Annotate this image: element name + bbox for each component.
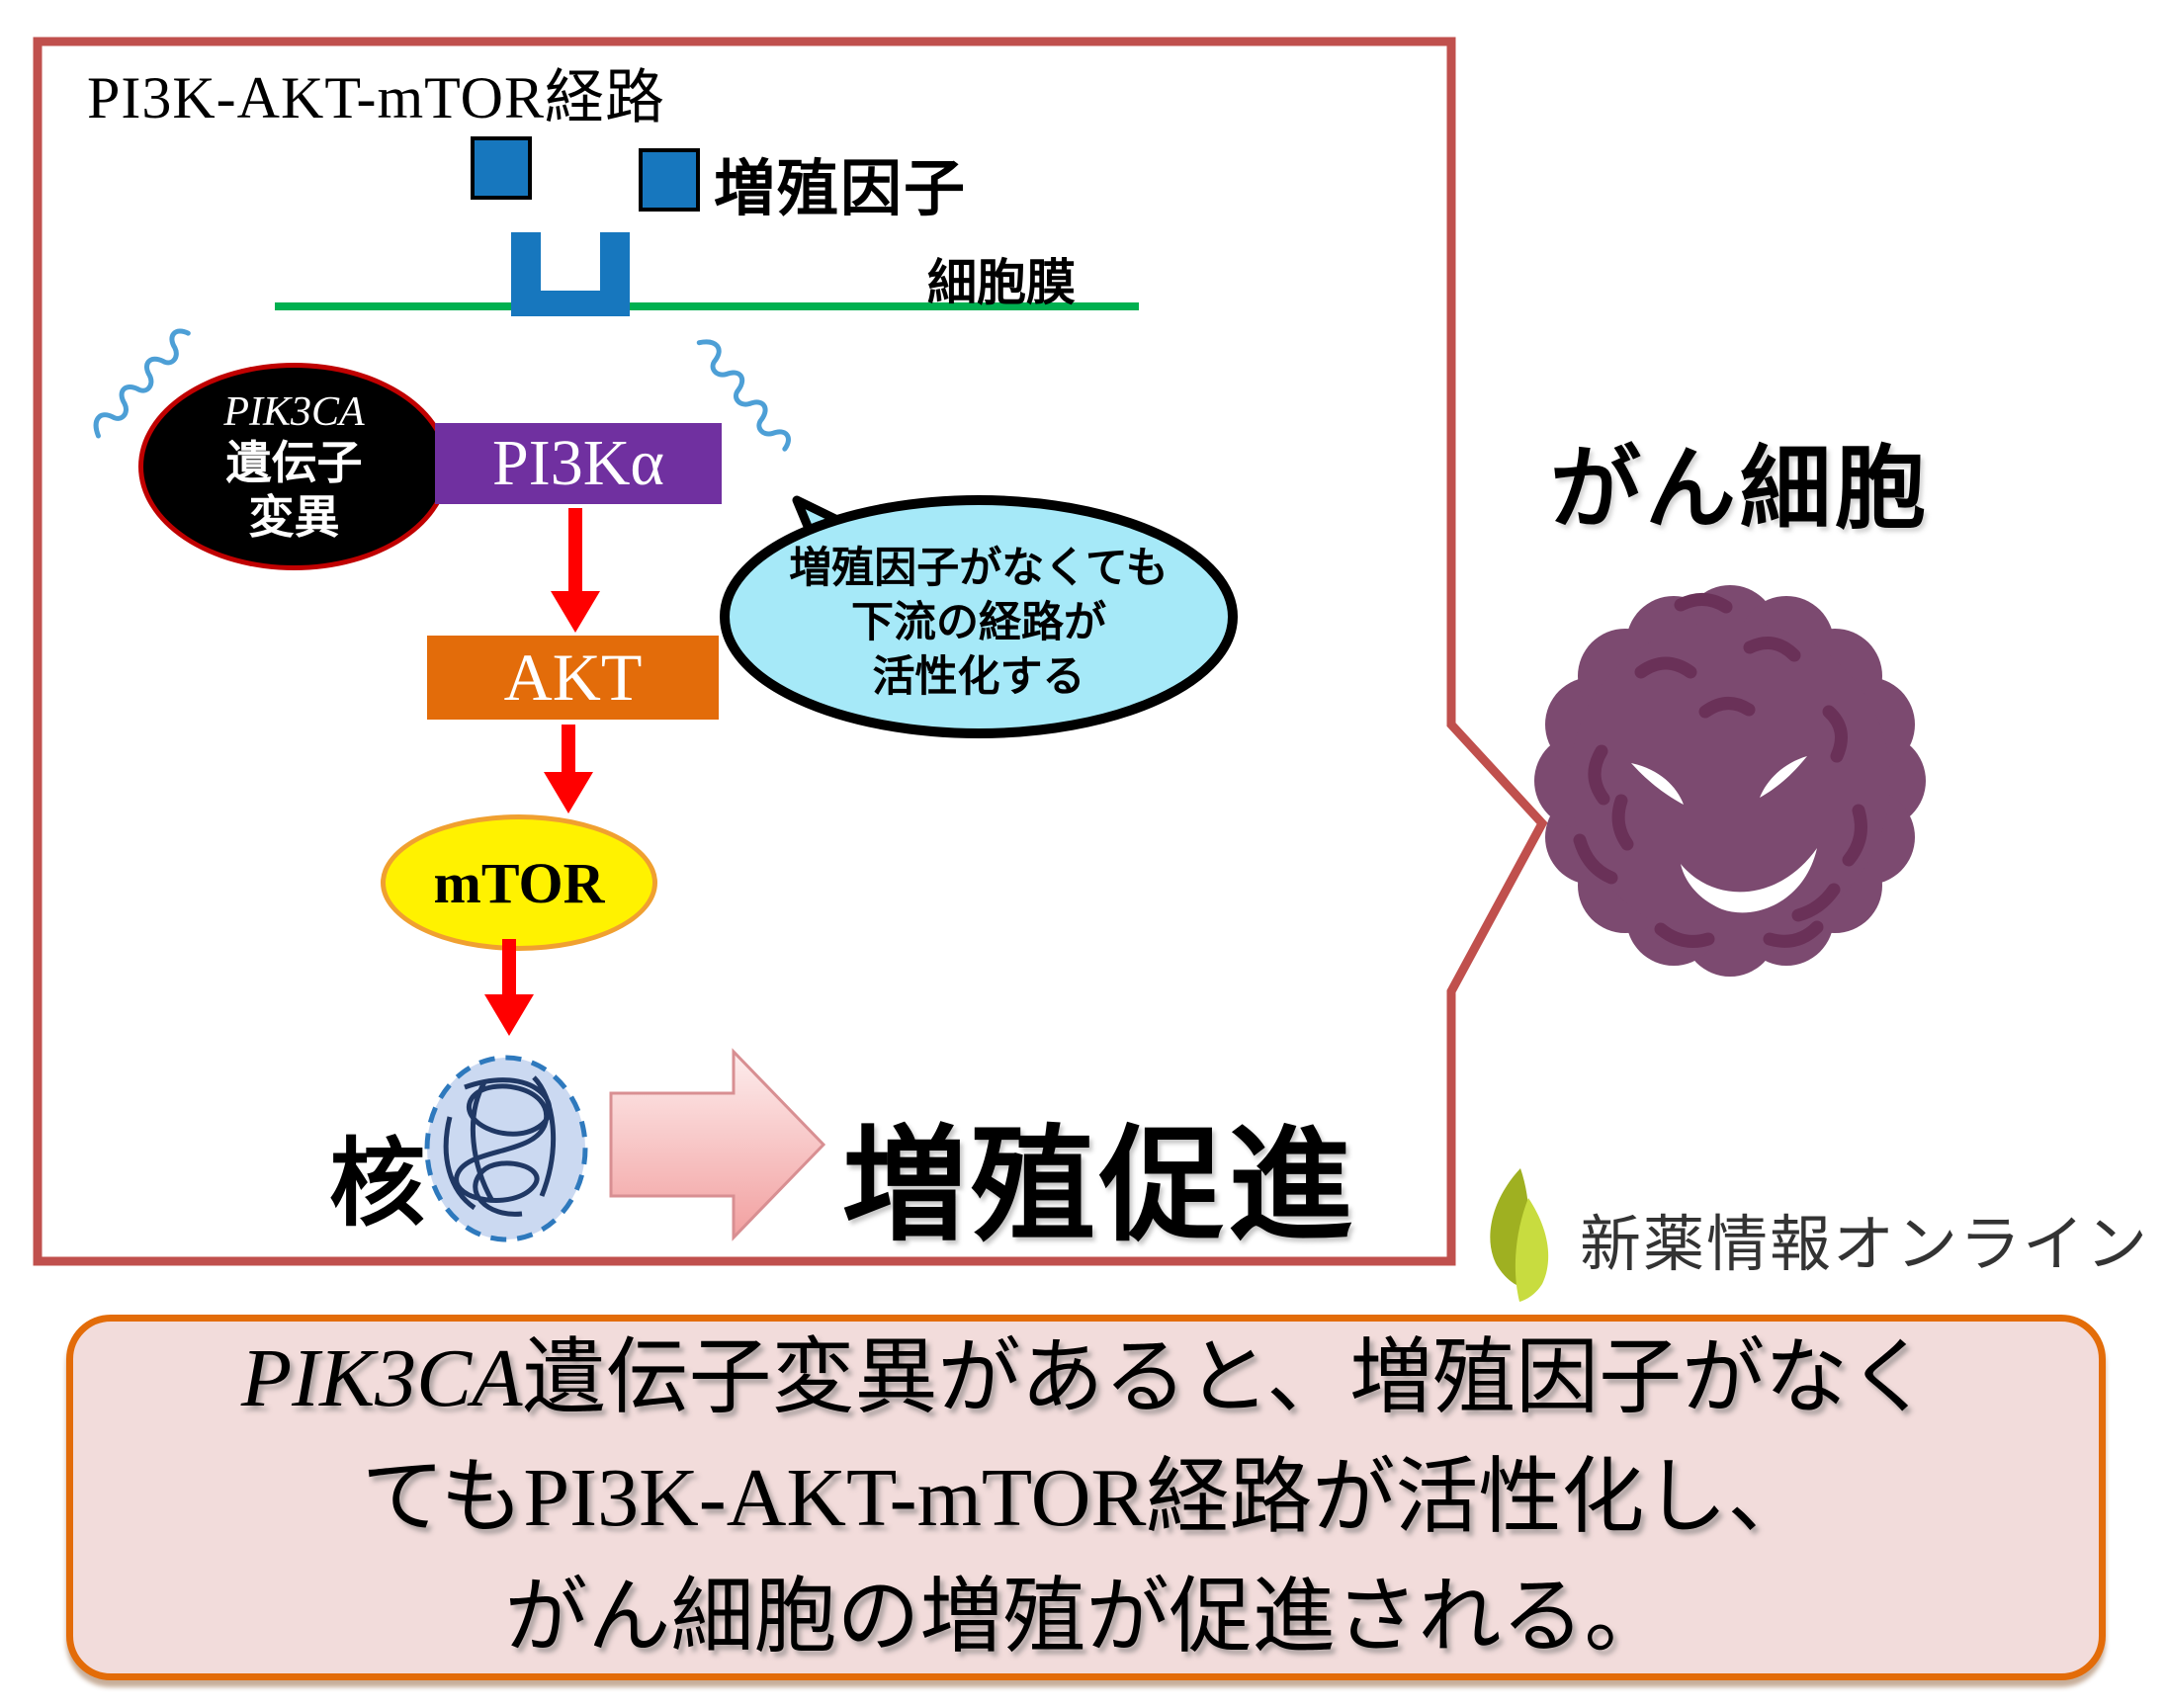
arrow-head	[551, 591, 600, 633]
arrow-down-icon-1	[551, 508, 600, 633]
growth-factor-label: 増殖因子	[714, 155, 968, 223]
receptor-base	[511, 291, 630, 316]
arrow-down-icon-3	[484, 939, 534, 1036]
logo-text: 新薬情報オンライン	[1580, 1211, 2150, 1279]
summary-gene-em: PIK3CA	[240, 1331, 523, 1424]
receptor-icon	[511, 232, 630, 316]
arrow-shaft	[568, 508, 582, 591]
akt-node: AKT	[427, 636, 719, 720]
summary-box: PIK3CA遺伝子変異があると、増殖因子がなく てもPI3K-AKT-mTOR経…	[66, 1315, 2106, 1680]
dna-scribble-icon	[443, 1075, 557, 1217]
summary-line-1: PIK3CA遺伝子変異があると、増殖因子がなく	[241, 1319, 1931, 1438]
summary-line-3: がん細胞の増殖が促進される。	[504, 1571, 1668, 1664]
nucleus-membrane	[424, 1055, 588, 1242]
cell-left-eye	[1631, 763, 1684, 805]
logo-leaf-icon	[1490, 1168, 1549, 1302]
summary-line-2: てもPI3K-AKT-mTOR経路が活性化し、	[361, 1451, 1811, 1544]
arrow-head	[544, 772, 593, 813]
bubble-line-1: 増殖因子がなくても	[789, 545, 1169, 592]
cancer-cell-label: がん細胞	[1550, 439, 1931, 540]
mutation-ellipse: PIK3CA 遺伝子 変異	[138, 363, 450, 570]
block-arrow-icon	[609, 1048, 826, 1241]
nucleus-label: 核	[329, 1130, 425, 1238]
mutation-line1: 遺伝子	[225, 437, 363, 488]
arrow-shaft	[502, 939, 516, 994]
growth-factor-square-2	[639, 148, 700, 212]
pathway-title: PI3K-AKT-mTOR経路	[87, 65, 666, 130]
arrow-down-icon-2	[544, 725, 593, 813]
cell-texture-marks	[1573, 593, 1867, 948]
outcome-label: 増殖促進	[842, 1116, 1356, 1255]
mtor-node: mTOR	[381, 814, 657, 951]
membrane-label: 細胞膜	[927, 255, 1076, 310]
growth-factor-square-1	[471, 136, 532, 200]
bubble-line-3: 活性化する	[872, 653, 1085, 701]
pi3ka-node: PI3Kα	[435, 423, 722, 504]
mutation-gene-label: PIK3CA	[223, 389, 365, 435]
nucleus-icon	[424, 1055, 588, 1242]
mutation-line2: 変異	[248, 491, 340, 543]
bubble-line-2: 下流の経路が	[851, 599, 1106, 646]
arrow-head	[484, 994, 534, 1036]
membrane-line	[275, 302, 1139, 310]
arrow-shaft	[562, 725, 575, 772]
cancer-cell-icon	[1534, 585, 1926, 977]
speech-bubble-text: 増殖因子がなくても 下流の経路が 活性化する	[732, 542, 1226, 705]
summary-line-1-rest: 遺伝子変異があると、増殖因子がなく	[522, 1331, 1932, 1424]
cell-mouth	[1681, 848, 1817, 913]
cell-right-eye	[1760, 756, 1807, 798]
